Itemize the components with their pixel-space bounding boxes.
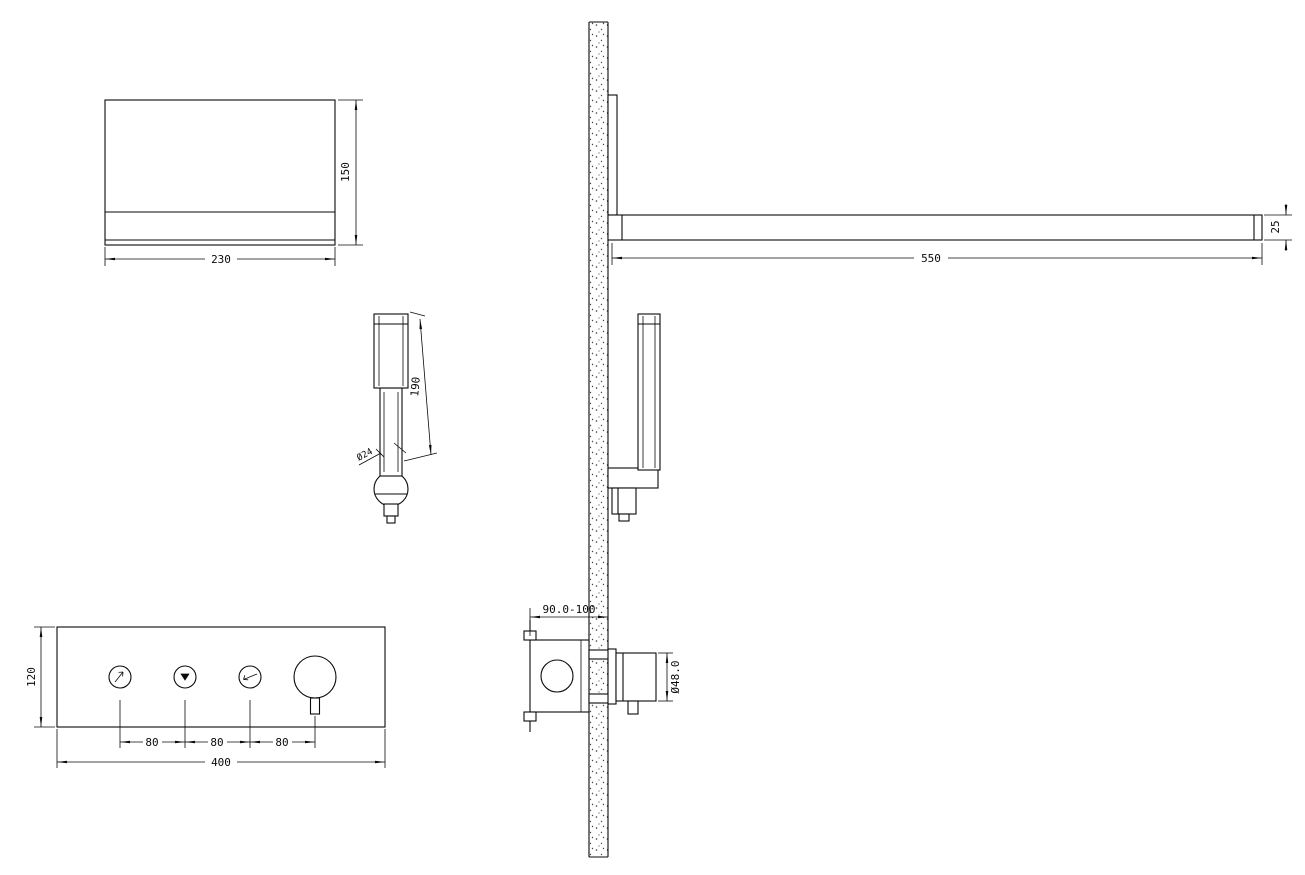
valve-cartridge [540,659,574,693]
wall-feed-bottom [588,693,611,704]
knob-side-profile [615,652,657,702]
hand-shower-side-view [607,313,661,522]
dim-pitch-3-label: 80 [275,736,288,749]
triangle-down-icon [180,673,190,681]
dim-valve-depth-label: 90.0-100 [543,603,596,616]
holder-ring [373,471,409,507]
dim-hand-shower-length-group: 190 [403,311,438,462]
dim-head-height-label: 150 [339,162,352,182]
wall-section [588,21,609,858]
dim-head-thickness-label: 25 [1269,220,1282,233]
knob-4-stem [309,697,321,715]
dim-panel-height-group: 120 [25,626,55,728]
hand-shower-front-view: 190 Ø24 [355,311,438,524]
dim-panel-width-label: 400 [211,756,231,769]
knob-stem-side [627,700,639,715]
dim-panel-width-group: 400 [56,729,386,769]
dim-head-width-label: 230 [211,253,231,266]
dim-head-thickness-group: 25 [1264,204,1292,251]
dim-knob-diameter-label: Ø48.0 [669,660,682,693]
spray-arrow-icon [114,671,124,683]
holder-bracket [607,467,659,489]
mounting-tab-bottom [523,711,537,722]
handle-tube [379,387,403,477]
dim-knob-diameter-group: Ø48.0 [658,652,682,702]
handle-side-profile [637,313,661,471]
lever-arrow-icon [243,673,258,681]
dim-head-width-group: 230 [104,247,336,266]
dim-hand-shower-length-label: 190 [408,376,423,397]
dim-valve-depth-group: 90.0-100 [529,603,608,636]
knob-4 [293,655,337,699]
dim-head-length-label: 550 [921,252,941,265]
control-panel-front-view: 120 80 80 80 400 [25,626,386,769]
escutcheon-plate [607,648,617,705]
wall-feed-top [588,649,611,660]
dim-head-length-group: 550 [611,243,1263,265]
holder-tab [383,503,399,517]
wall-hatch [589,22,608,857]
shower-head-side-view: 25 550 [607,94,1292,265]
dim-knob-pitch-group: 80 80 80 [119,700,316,749]
head-side-profile [607,214,1263,241]
valve-side-view: 90.0-100 Ø48.0 [523,603,682,732]
knob-1 [108,665,132,689]
dim-panel-height-label: 120 [25,667,38,687]
head-face [104,99,336,246]
dim-head-height-group: 150 [338,99,363,246]
dim-pitch-1-label: 80 [145,736,158,749]
dim-pitch-2-label: 80 [210,736,223,749]
shower-head-front-view: 150 230 [104,99,363,266]
wall-mount-plate [607,94,618,216]
outlet-nub [618,513,630,522]
water-outlet-block [611,487,637,515]
handle-head [373,313,409,389]
holder-nub [386,515,396,524]
dim-hand-shower-diameter-label: Ø24 [355,446,375,463]
